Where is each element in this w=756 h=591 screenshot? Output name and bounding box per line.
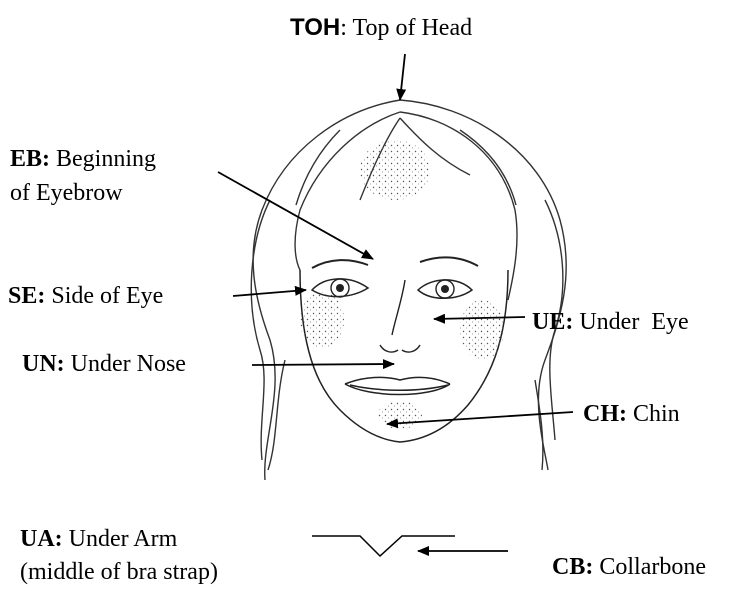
label-se: SE: Side of Eye: [8, 282, 163, 310]
label-se-text: Side of Eye: [51, 283, 163, 309]
label-ua-text-1: Under Arm: [69, 526, 178, 552]
label-eb-text-1: Beginning: [56, 146, 156, 172]
label-ch-code: CH:: [583, 401, 627, 427]
collarbone-lines: [312, 536, 455, 556]
label-ua-line2: (middle of bra strap): [20, 558, 218, 586]
left-cheek-shading: [300, 292, 344, 348]
label-se-code: SE:: [8, 283, 45, 309]
label-cb-code: CB:: [552, 554, 593, 580]
label-ue: UE: Under Eye: [532, 308, 689, 336]
nose: [380, 280, 420, 352]
label-un: UN: Under Nose: [22, 350, 186, 378]
label-un-code: UN:: [22, 351, 65, 377]
label-toh-code: TOH: [290, 14, 340, 41]
eyes: [312, 279, 472, 298]
label-cb-text: Collarbone: [599, 554, 706, 580]
right-cheek-shading: [460, 300, 504, 360]
eyebrows: [312, 257, 478, 268]
arrow-toh: [400, 54, 405, 100]
label-eb-code: EB:: [10, 146, 50, 172]
label-eb-text-2: of Eyebrow: [10, 180, 123, 206]
label-ch: CH: Chin: [583, 400, 680, 428]
chin-shading: [378, 401, 422, 429]
arrow-un: [252, 364, 394, 365]
arrow-se: [233, 290, 306, 296]
forehead-shading: [360, 140, 430, 200]
mouth: [345, 377, 450, 394]
label-eb-line2: of Eyebrow: [10, 179, 123, 207]
label-ua: UA: Under Arm: [20, 525, 177, 553]
label-toh-sep: :: [340, 15, 347, 41]
label-eb: EB: Beginning: [10, 145, 156, 173]
label-ue-code: UE:: [532, 309, 573, 335]
arrow-ue: [434, 317, 525, 319]
label-ua-code: UA:: [20, 526, 63, 552]
label-ua-text-2: (middle of bra strap): [20, 559, 218, 585]
arrows: [218, 54, 573, 551]
label-un-text: Under Nose: [71, 351, 186, 377]
label-toh-text: Top of Head: [352, 15, 472, 41]
label-ue-text: Under Eye: [579, 309, 688, 335]
label-toh: TOH: Top of Head: [290, 14, 472, 42]
label-cb: CB: Collarbone: [552, 553, 706, 581]
label-ch-text: Chin: [633, 401, 680, 427]
